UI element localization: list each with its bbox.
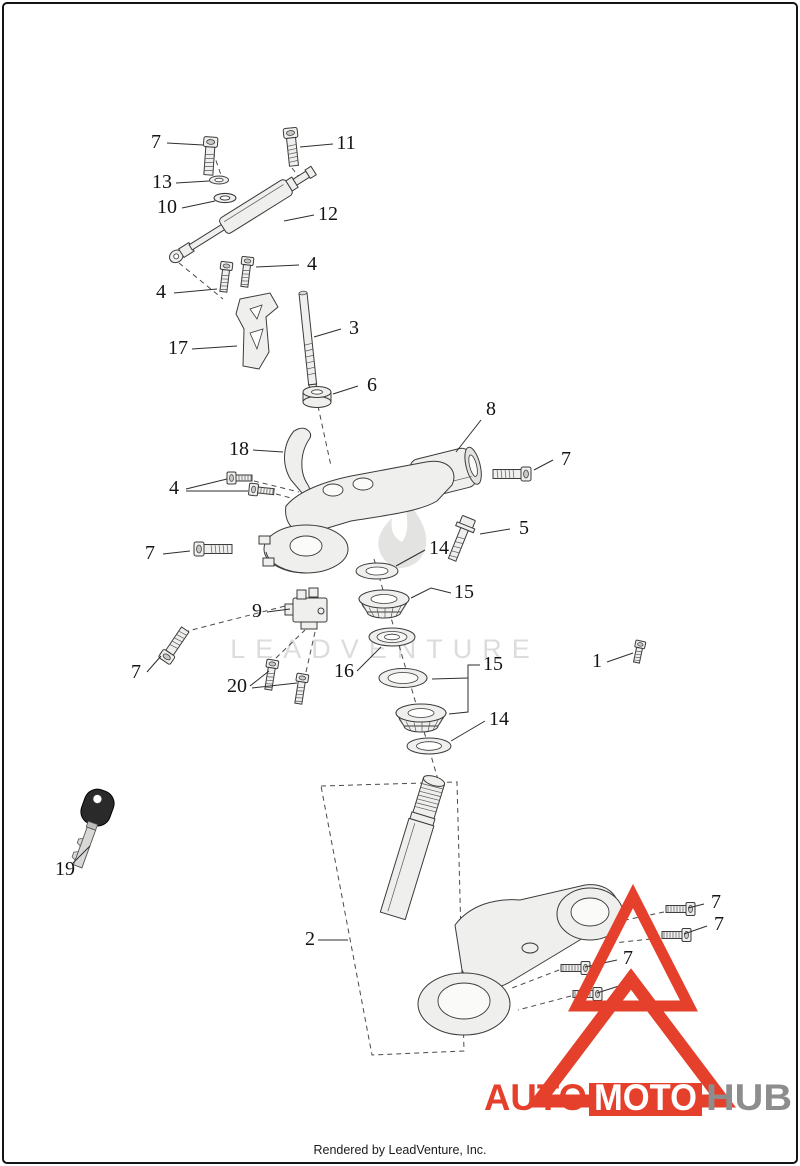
leadventure-flame-watermark [378,492,427,568]
screw-part-20-b [291,672,310,706]
callout-11: 11 [336,132,355,154]
callout-7-a: 7 [151,131,161,153]
seal-part-16 [368,627,416,647]
long-bolt-part-3 [298,290,318,392]
bearing-part-15-upper [358,589,410,619]
bracket-part-17 [235,292,279,370]
fork-lock-part-9 [284,587,328,630]
callout-14-a: 14 [429,537,449,559]
leader-lines [72,142,708,994]
bolt-part-4-a [216,260,234,294]
callout-9: 9 [252,600,262,622]
callout-5: 5 [519,517,529,539]
bolt-part-4-d [247,482,276,499]
callout-7-e: 7 [711,891,721,913]
footer-credit: Rendered by LeadVenture, Inc. [313,1143,487,1157]
lower-triple-clamp-dashed-box [320,781,465,1056]
washer-part-13 [209,175,229,185]
logo-moto-block [589,1083,702,1116]
callout-4-c: 4 [169,477,179,499]
callout-17: 17 [168,337,188,359]
callout-12: 12 [318,203,338,225]
callout-2: 2 [305,928,315,950]
callout-4-a: 4 [307,253,317,275]
bushing-part-6 [302,386,332,408]
pinch-bolt-part-7-c [560,961,591,975]
callout-7-c: 7 [145,542,155,564]
stop-bracket-part-18 [284,427,312,495]
brand-word-auto: AUTO [484,1077,587,1118]
dust-shield-part-14-lower [406,737,452,755]
bolt-part-7-top [200,136,219,176]
brand-word-moto: MOTO [594,1077,697,1118]
callout-4-b: 4 [156,281,166,303]
washer-part-10 [213,192,237,204]
brand-word-hub: HUB [706,1077,792,1118]
callout-14-b: 14 [489,708,509,730]
bearing-part-15-lower [395,703,447,733]
flange-bolt-part-5 [447,515,476,562]
bearing-race-part-15-lower [378,668,428,688]
callout-7-g: 7 [623,947,633,969]
callout-7-b: 7 [561,448,571,470]
callout-3: 3 [349,317,359,339]
bolt-part-7-right [492,466,532,482]
callout-15-b: 15 [483,653,503,675]
callout-19: 19 [55,858,75,880]
callout-1: 1 [592,650,602,672]
dust-shield-part-14-upper [355,562,399,580]
steering-damper-part-12 [169,165,317,264]
bolt-part-4-b [237,255,255,289]
callout-13: 13 [152,171,172,193]
bolt-part-11 [282,126,302,168]
callout-8: 8 [486,398,496,420]
pinch-bolt-part-7-a [665,902,696,916]
bolt-part-4-c [226,471,253,485]
assembly-dashed-lines [178,151,665,1011]
pinch-bolt-part-7-b [661,928,692,942]
bolt-part-7-left [193,541,233,557]
automotohub-logo: AUTO MOTO HUB [484,883,792,1118]
callout-20: 20 [227,675,247,697]
callout-16: 16 [334,660,354,682]
logo-triangle-small [568,883,698,1012]
callout-18: 18 [229,438,249,460]
callout-7-f: 7 [714,913,724,935]
lower-triple-clamp-part-2 [379,775,624,1036]
callout-6: 6 [367,374,377,396]
callout-7-d: 7 [131,661,141,683]
bolt-part-7-lower-left [157,625,192,666]
screw-part-1 [632,639,647,664]
upper-fork-bracket-part-8 [258,446,482,574]
callout-15-a: 15 [454,581,474,603]
callout-10: 10 [157,196,177,218]
